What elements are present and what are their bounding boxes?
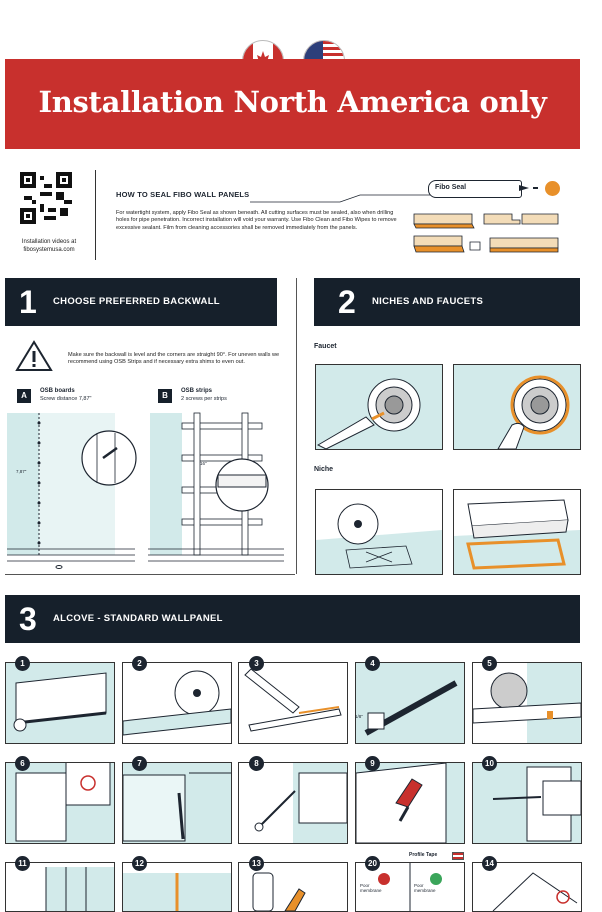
option-b-tag: B bbox=[158, 389, 172, 403]
option-a-dimension: 7,87" bbox=[16, 469, 27, 474]
section-3-header: 3 ALCOVE - STANDARD WALLPANEL bbox=[5, 595, 580, 643]
step-1-panel bbox=[5, 662, 115, 744]
section-2-number: 2 bbox=[338, 284, 356, 320]
niche-panel-2 bbox=[453, 489, 581, 575]
seal-dot-icon bbox=[545, 181, 560, 196]
seal-tube-icon: Fibo Seal bbox=[428, 180, 522, 198]
qr-caption: Installation videos at fibosystemusa.com bbox=[21, 239, 77, 253]
panel-joint-diagram bbox=[412, 212, 562, 256]
seal-line bbox=[250, 190, 430, 203]
seal-instructions: For watertight system, apply Fibo Seal a… bbox=[116, 210, 397, 231]
step-9-panel bbox=[355, 762, 465, 844]
seal-heading: HOW TO SEAL FIBO WALL PANELS bbox=[116, 190, 250, 199]
step-7-panel bbox=[122, 762, 232, 844]
osb-boards-diagram bbox=[5, 403, 137, 573]
step-6-panel bbox=[5, 762, 115, 844]
step-number-badge: 4 bbox=[365, 656, 380, 671]
poor-membrane-label-2: Poor membrane bbox=[414, 883, 436, 893]
step-3-panel bbox=[238, 662, 348, 744]
niche-label: Niche bbox=[314, 466, 334, 473]
usa-flag-icon-small bbox=[452, 852, 464, 860]
option-a-subtitle: Screw distance 7,87" bbox=[40, 396, 92, 402]
step-number-badge: 9 bbox=[365, 756, 380, 771]
option-b-title: OSB strips bbox=[181, 388, 213, 394]
step-2-panel bbox=[122, 662, 232, 744]
section-3-number: 3 bbox=[19, 601, 37, 637]
poor-membrane-label-1: Poor membrane bbox=[360, 883, 382, 893]
step-number-badge: 1 bbox=[15, 656, 30, 671]
step-number-badge: 8 bbox=[249, 756, 264, 771]
qr-code-icon bbox=[20, 172, 72, 224]
option-b-subtitle: 2 screws per strips bbox=[181, 396, 227, 402]
warning-icon bbox=[15, 340, 53, 377]
faucet-label: Faucet bbox=[314, 343, 337, 350]
step-number-badge: 11 bbox=[15, 856, 30, 871]
step-number-badge: 6 bbox=[15, 756, 30, 771]
step-number-badge: 10 bbox=[482, 756, 497, 771]
step-5-panel bbox=[472, 662, 582, 744]
option-b-dimension: 16" bbox=[200, 461, 207, 466]
title-banner: Installation North America only bbox=[5, 59, 580, 149]
seal-nozzle-icon bbox=[519, 185, 529, 191]
faucet-panel-1 bbox=[315, 364, 443, 450]
step-4-panel bbox=[355, 662, 465, 744]
step-10-panel bbox=[472, 762, 582, 844]
step-number-badge: 14 bbox=[482, 856, 497, 871]
backwall-warning: Make sure the backwall is level and the … bbox=[68, 352, 280, 366]
step-number-badge: 3 bbox=[249, 656, 264, 671]
step-number-badge: 5 bbox=[482, 656, 497, 671]
section-3-title: ALCOVE - STANDARD WALLPANEL bbox=[53, 613, 223, 624]
option-a-title: OSB boards bbox=[40, 388, 75, 394]
page-title: Installation North America only bbox=[38, 85, 547, 119]
step-number-badge: 2 bbox=[132, 656, 147, 671]
faucet-panel-2 bbox=[453, 364, 581, 450]
step-number-badge: 20 bbox=[365, 856, 380, 871]
step-number-badge: 13 bbox=[249, 856, 264, 871]
section-1-title: CHOOSE PREFERRED BACKWALL bbox=[53, 296, 220, 307]
section-2-title: NICHES AND FAUCETS bbox=[372, 296, 484, 307]
step-number-badge: 12 bbox=[132, 856, 147, 871]
option-a-tag: A bbox=[17, 389, 31, 403]
niche-panel-1 bbox=[315, 489, 443, 575]
section-2-header: 2 NICHES AND FAUCETS bbox=[314, 278, 580, 326]
section-divider bbox=[5, 574, 295, 575]
divider bbox=[95, 170, 96, 260]
step-number-badge: 7 bbox=[132, 756, 147, 771]
osb-strips-diagram bbox=[146, 403, 286, 573]
step-8-panel bbox=[238, 762, 348, 844]
step-4-dimension: 1/8" bbox=[355, 714, 363, 719]
seal-label: Fibo Seal bbox=[435, 184, 467, 191]
column-divider bbox=[296, 278, 297, 574]
section-1-number: 1 bbox=[19, 284, 37, 320]
profile-tape-label: Profile Tape bbox=[409, 852, 438, 858]
section-1-header: 1 CHOOSE PREFERRED BACKWALL bbox=[5, 278, 277, 326]
